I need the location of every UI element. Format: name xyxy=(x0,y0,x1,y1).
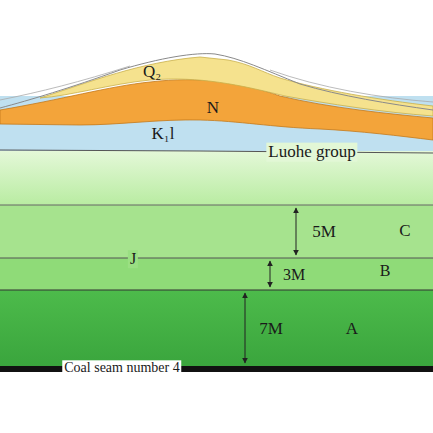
zone-a xyxy=(0,290,433,366)
zone-label: C xyxy=(397,222,412,241)
boundary-line xyxy=(0,289,433,290)
dimension-arrow xyxy=(296,208,297,255)
zone-b xyxy=(0,258,433,290)
layer-label: Q₂ xyxy=(141,63,163,82)
luohe-layer xyxy=(0,151,433,205)
layer-label: K₁l xyxy=(150,125,177,144)
seam-label: Coal seam number 4 xyxy=(62,360,181,375)
zone-label: A xyxy=(344,320,360,339)
zone-label: B xyxy=(378,262,393,280)
surface-line xyxy=(270,70,433,102)
dimension-arrow xyxy=(270,261,271,287)
q2-layer xyxy=(40,57,433,116)
surface-line xyxy=(0,66,130,100)
dimension-arrow xyxy=(245,293,246,363)
zone-c xyxy=(0,205,433,258)
dimension-label: 3M xyxy=(281,266,307,284)
layer-label: J xyxy=(128,250,138,268)
dimension-label: 7M xyxy=(257,320,285,339)
boundary-line xyxy=(0,150,433,153)
boundary-line xyxy=(0,205,433,206)
boundary-line xyxy=(0,258,433,259)
layer-label: Luohe group xyxy=(266,143,357,162)
layer-label: N xyxy=(205,99,221,118)
dimension-label: 5M xyxy=(310,223,338,242)
